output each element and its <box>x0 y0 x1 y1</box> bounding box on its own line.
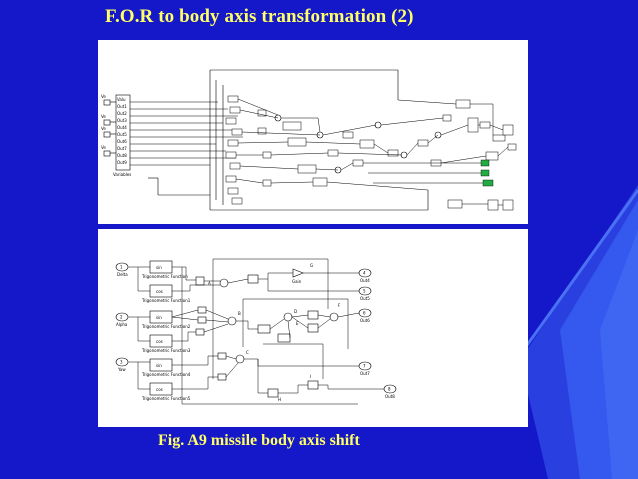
mux-port: Out7 <box>117 146 127 151</box>
product-block <box>247 274 259 284</box>
product-block <box>257 324 271 334</box>
product-block <box>195 328 205 336</box>
gain-block <box>292 268 304 278</box>
trig-fn: cos <box>156 387 163 392</box>
output-num: 6 <box>363 311 366 316</box>
product-block <box>307 310 319 320</box>
node-tag: D <box>294 309 297 314</box>
mux-port: Out1 <box>117 104 127 109</box>
sum-junction <box>219 278 229 288</box>
input-port-label: Ve <box>101 114 106 119</box>
input-port-label: Ve <box>101 94 106 99</box>
input-name: Delta <box>117 272 128 277</box>
figure-caption: Fig. A9 missile body axis shift <box>158 432 360 449</box>
trig-fn: cos <box>156 289 163 294</box>
node-tag: A <box>208 281 211 286</box>
node-tag: B <box>238 311 241 316</box>
gain-label: Gain <box>292 279 302 284</box>
slide-title: F.O.R to body axis transformation (2) <box>105 6 414 27</box>
mux-port: Valu <box>117 97 126 102</box>
product-block <box>197 316 207 324</box>
node-tag: I <box>310 374 311 379</box>
node-tag: C <box>246 350 249 355</box>
input-port <box>103 119 111 126</box>
output-num: 7 <box>363 364 366 369</box>
input-num: 3 <box>120 360 123 365</box>
input-port <box>103 131 111 138</box>
mux-port: Out6 <box>117 139 127 144</box>
mux-port: Out9 <box>117 160 127 165</box>
gain-tag: G <box>310 263 313 268</box>
trig-fn: sin <box>156 265 162 270</box>
product-block <box>307 323 319 333</box>
node-tag: F <box>338 303 341 308</box>
mux-port: Out4 <box>117 125 127 130</box>
input-name: Yaw <box>117 367 126 372</box>
trig-label: Trigonometric Function2 <box>141 324 191 329</box>
output-num: 8 <box>388 387 391 392</box>
product-block <box>277 333 291 343</box>
product-block <box>217 373 227 381</box>
output-scope <box>480 169 490 177</box>
top-diagram-canvas: Ve Ve Ve Ve Valu Out1 Out2 Out3 Out4 Out… <box>101 69 517 211</box>
product-block <box>307 380 319 390</box>
mux-port: Out3 <box>117 118 127 123</box>
output-name: Out6 <box>360 318 370 323</box>
sum-junction <box>235 354 245 364</box>
output-scope <box>480 159 490 167</box>
trig-label: Trigonometric Function1 <box>141 298 191 303</box>
product-block <box>195 276 205 286</box>
sum-junction <box>227 316 237 326</box>
input-port-label: Ve <box>101 126 106 131</box>
product-block <box>217 352 227 360</box>
trig-label: Trigonometric Function4 <box>141 372 191 377</box>
input-port <box>103 99 111 106</box>
input-port <box>103 150 111 157</box>
trig-fn: sin <box>156 363 162 368</box>
product-block <box>197 306 207 314</box>
trig-fn: cos <box>156 339 163 344</box>
mux-port: Out5 <box>117 132 127 137</box>
output-scope <box>482 179 494 187</box>
trig-label: Trigonometric Function5 <box>141 396 191 401</box>
node-tag: E <box>296 321 299 326</box>
output-name: Out5 <box>360 296 370 301</box>
product-block <box>267 388 279 398</box>
input-num: 1 <box>120 265 123 270</box>
input-port-label: Ve <box>101 145 106 150</box>
output-name: Out7 <box>360 371 370 376</box>
block-group <box>225 95 517 211</box>
mux-block-label: Variables <box>113 172 131 177</box>
output-name: Out4 <box>360 278 370 283</box>
input-name: Alpha <box>116 322 128 327</box>
node-tag: H <box>278 397 281 402</box>
sum-junction <box>283 312 293 322</box>
bottom-simulink-diagram: 1 Delta 2 Alpha 3 Yaw sin cos sin cos <box>98 229 528 427</box>
output-name: Out8 <box>385 394 395 399</box>
trig-label: Trigonometric Function3 <box>141 348 191 353</box>
top-simulink-diagram: Ve Ve Ve Ve Valu Out1 Out2 Out3 Out4 Out… <box>98 40 528 224</box>
mux-port: Out2 <box>117 111 127 116</box>
trig-label: Trigonometric Function <box>141 274 188 279</box>
output-num: 4 <box>363 271 366 276</box>
variables-mux-block <box>115 94 131 171</box>
mux-port: Out8 <box>117 153 127 158</box>
bottom-diagram-canvas: 1 Delta 2 Alpha 3 Yaw sin cos sin cos <box>115 258 397 405</box>
sum-junction <box>329 312 339 322</box>
trig-fn: sin <box>156 315 162 320</box>
input-num: 2 <box>120 315 123 320</box>
output-num: 5 <box>363 289 366 294</box>
